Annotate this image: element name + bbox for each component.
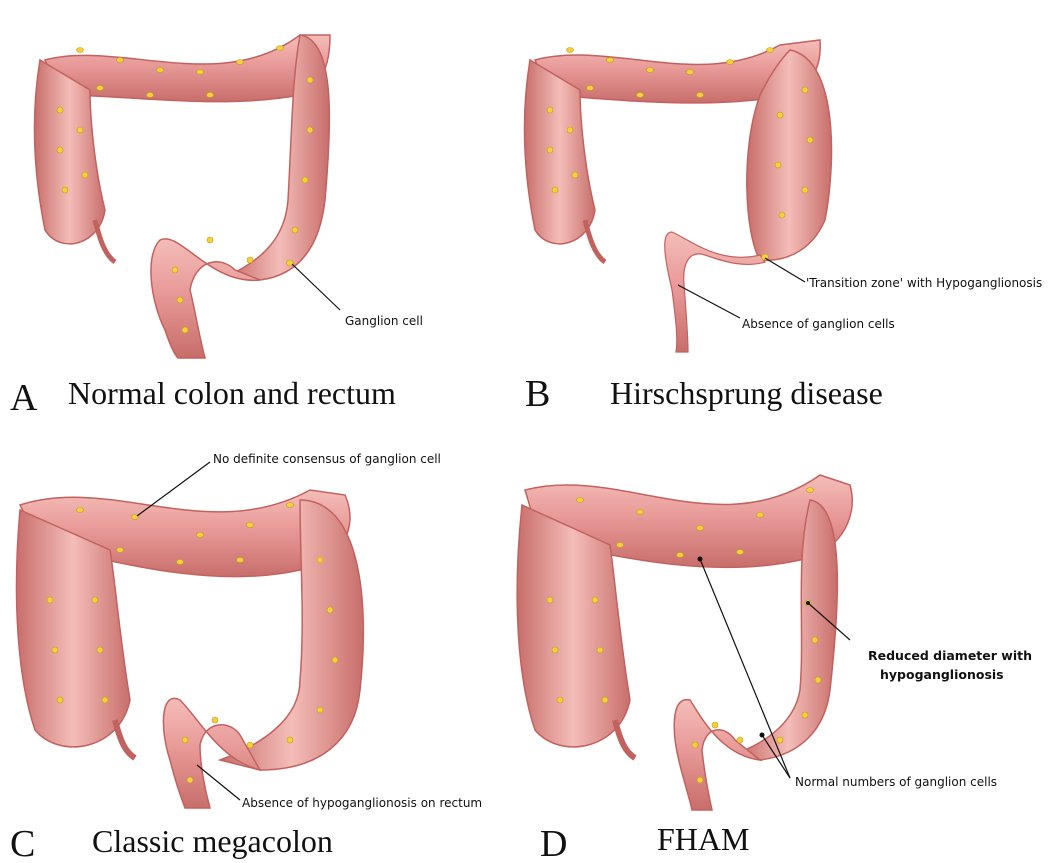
panel-c: No definite consensus of ganglion cell A… — [10, 452, 482, 863]
panel-b-callout-absence-ganglion: Absence of ganglion cells — [742, 317, 895, 331]
panel-d: Reduced diameter with hypoganglionosis N… — [517, 475, 1032, 863]
panel-c-colon — [16, 490, 363, 808]
panel-b-colon — [525, 40, 832, 352]
panel-c-callout-absence-hypoganglionosis: Absence of hypoganglionosis on rectum — [242, 796, 482, 810]
panel-c-callout-no-consensus: No definite consensus of ganglion cell — [213, 452, 441, 466]
panel-d-callout-reduced-diameter: Reduced diameter with — [868, 648, 1032, 663]
panel-a-title: Normal colon and rectum — [68, 375, 396, 411]
panel-d-title: FHAM — [657, 821, 749, 857]
panel-a-callout-ganglion-cell: Ganglion cell — [345, 314, 423, 328]
panel-d-callout-normal-numbers: Normal numbers of ganglion cells — [795, 775, 997, 789]
panel-d-colon — [517, 475, 852, 810]
panel-d-letter: D — [540, 823, 567, 863]
panel-a-callout-line — [292, 264, 340, 310]
panel-b-title: Hirschsprung disease — [610, 375, 883, 411]
panel-d-callout-line-normal-1 — [700, 559, 790, 778]
panel-b-letter: B — [525, 373, 550, 415]
panel-b-callout-line-transition — [765, 258, 805, 282]
panel-b-callout-line-absence — [678, 285, 740, 318]
panel-b-callout-transition-zone: 'Transition zone' with Hypoganglionosis — [806, 276, 1042, 290]
panel-b: 'Transition zone' with Hypoganglionosis … — [525, 40, 1043, 415]
panel-d-callout-hypoganglionosis: hypoganglionosis — [880, 667, 1004, 682]
panel-c-title: Classic megacolon — [92, 823, 333, 859]
panel-a: Ganglion cell A Normal colon and rectum — [10, 35, 423, 419]
panel-a-colon — [35, 35, 330, 358]
panel-a-letter: A — [10, 377, 38, 419]
panel-c-letter: C — [10, 823, 35, 863]
